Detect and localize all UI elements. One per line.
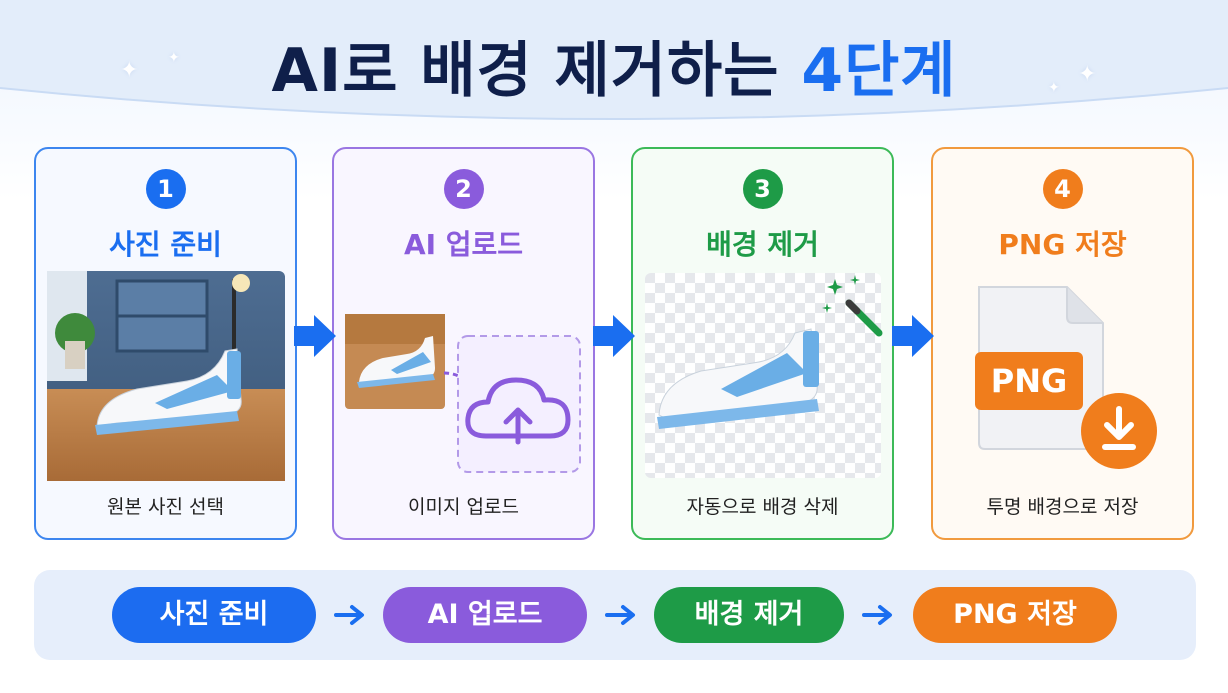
title-main: AI로 배경 제거하는 (271, 36, 802, 106)
step-card-3: 3 배경 제거 자동으로 배경 삭제 (631, 147, 894, 540)
step-title-1: 사진 준비 (109, 228, 222, 261)
arrow-right-icon (593, 315, 635, 357)
step-number-2: 2 (443, 169, 484, 209)
step-title-2: AI 업로드 (403, 228, 524, 261)
flow-step-4: PNG 저장 (913, 587, 1117, 643)
step-title-4: PNG 저장 (998, 228, 1127, 261)
header-wave (0, 0, 1228, 120)
arrow-right-icon (892, 315, 934, 357)
png-badge: PNG (975, 352, 1083, 410)
step-number-3: 3 (742, 169, 783, 209)
step-card-4: 4 PNG 저장 PNG 투명 배경으로 저장 (931, 147, 1194, 540)
step-card-1: 1 사진 준비 원본 사진 선택 (34, 147, 297, 540)
photo-icon (645, 273, 881, 478)
sparkle-icon: ✦ (120, 58, 139, 83)
flow-step-2: AI 업로드 (383, 587, 587, 643)
photo-icon (345, 314, 445, 409)
photo-icon (47, 271, 285, 481)
title-accent: 4단계 (801, 36, 957, 106)
flow-step-3: 배경 제거 (654, 587, 844, 643)
cloud-upload-icon (457, 335, 581, 473)
step-card-2: 2 AI 업로드 이미지 업로드 (332, 147, 595, 540)
sparkle-icon: ✦ (168, 50, 180, 66)
flow-step-1: 사진 준비 (112, 587, 316, 643)
step-caption-4: 투명 배경으로 저장 (986, 496, 1139, 518)
page-title: AI로 배경 제거하는 4단계 (0, 22, 1228, 109)
step-caption-2: 이미지 업로드 (408, 496, 519, 518)
sparkle-icon: ✦ (1048, 80, 1060, 96)
step-caption-1: 원본 사진 선택 (107, 496, 224, 518)
step-number-1: 1 (145, 169, 186, 209)
sparkle-icon: ✦ (1078, 62, 1097, 87)
arrow-right-icon (862, 605, 892, 625)
magic-wand-icon (822, 275, 883, 337)
step-title-3: 배경 제거 (706, 228, 819, 261)
arrow-right-icon (605, 605, 635, 625)
step-caption-3: 자동으로 배경 삭제 (686, 496, 839, 518)
arrow-right-icon (334, 605, 364, 625)
step-number-4: 4 (1042, 169, 1083, 209)
arrow-right-icon (294, 315, 336, 357)
